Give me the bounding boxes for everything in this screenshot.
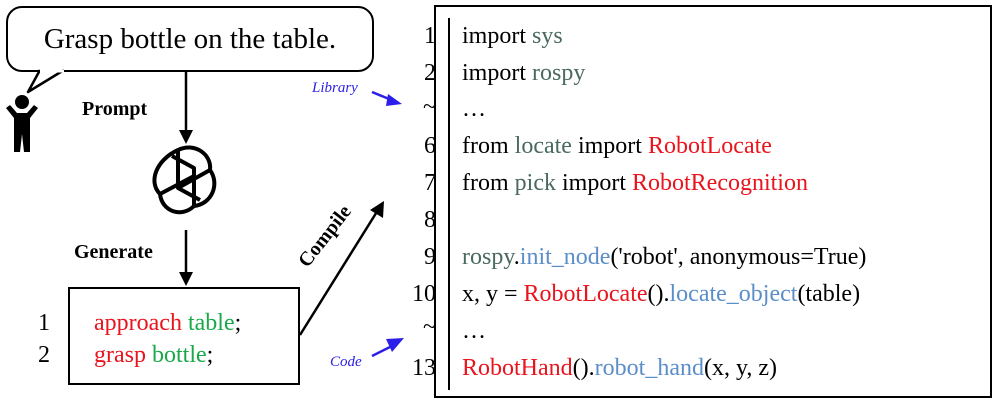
code-keyword: from (462, 170, 509, 196)
code-class: RobotRecognition (631, 170, 808, 196)
command-object: bottle (151, 342, 207, 368)
code-class: RobotLocate (523, 281, 648, 307)
code-class: RobotHand (462, 355, 573, 381)
cmd-line-number: 2 (38, 342, 50, 368)
code-keyword: import (462, 60, 526, 86)
prompt-label: Prompt (82, 98, 148, 120)
code-line: rospy.init_node('robot', anonymous=True) (462, 244, 866, 271)
code-module: pick (514, 170, 556, 196)
code-gutter-rule (448, 18, 450, 390)
code-line-number: 13 (412, 355, 436, 381)
code-line-number: 1 (424, 23, 436, 49)
code-keyword: import (462, 23, 526, 49)
command-line: approach table; (94, 310, 241, 337)
code-module: locate (514, 133, 572, 159)
code-call: (). (647, 281, 670, 307)
code-box (434, 5, 992, 398)
arrow-library-head (386, 94, 402, 106)
code-line: import sys (462, 23, 563, 50)
code-args: (table) (797, 281, 861, 307)
code-line-number: 9 (424, 244, 436, 270)
command-box (68, 287, 300, 385)
arrow-prompt-head (179, 130, 193, 144)
code-module: rospy (462, 244, 514, 270)
code-line: import rospy (462, 60, 585, 87)
command-verb: approach (94, 310, 182, 336)
command-verb: grasp (94, 342, 146, 368)
code-function: init_node (519, 244, 611, 270)
command-line: grasp bottle; (94, 342, 213, 369)
code-label: Code (330, 354, 362, 370)
generate-label: Generate (74, 241, 153, 263)
code-line: from pick import RobotRecognition (462, 170, 808, 197)
code-line-number: 8 (424, 207, 436, 233)
arrow-code-head (386, 338, 404, 352)
code-line: RobotHand().robot_hand(x, y, z) (462, 355, 777, 382)
arrow-compile-head (370, 201, 384, 218)
code-keyword: import (561, 170, 626, 196)
person-icon (6, 95, 38, 152)
code-line-number: ~ (423, 314, 436, 340)
code-keyword: import (577, 133, 642, 159)
openai-logo-icon (152, 145, 217, 215)
code-keyword: from (462, 133, 509, 159)
code-line: x, y = RobotLocate().locate_object(table… (462, 281, 860, 308)
code-line-number: 2 (424, 60, 436, 86)
code-assign: x, y = (462, 281, 524, 307)
code-line-number: 10 (412, 281, 436, 307)
code-ellipsis: … (462, 96, 486, 122)
code-line-number: 7 (424, 170, 436, 196)
code-dot: . (513, 244, 520, 270)
bubble-tail (26, 68, 65, 94)
command-object: table (187, 310, 235, 336)
command-end: ; (206, 342, 214, 368)
code-line-number: ~ (423, 94, 436, 120)
speech-bubble (6, 6, 374, 72)
code-function: locate_object (669, 281, 798, 307)
arrow-compile-line (298, 209, 380, 336)
code-line-number: 6 (424, 133, 436, 159)
arrow-generate-head (179, 272, 193, 286)
prompt-text: Grasp bottle on the table. (43, 22, 337, 55)
code-module: sys (532, 23, 563, 49)
code-args: (x, y, z) (703, 355, 778, 381)
code-module: rospy (532, 60, 586, 86)
code-call: (). (572, 355, 595, 381)
code-class: RobotLocate (647, 133, 772, 159)
command-end: ; (234, 310, 242, 336)
code-ellipsis: … (462, 318, 486, 344)
library-label: Library (312, 80, 358, 96)
code-args: ('robot', anonymous=True) (610, 244, 867, 270)
code-line: from locate import RobotLocate (462, 133, 772, 160)
code-function: robot_hand (594, 355, 704, 381)
cmd-line-number: 1 (38, 310, 50, 336)
